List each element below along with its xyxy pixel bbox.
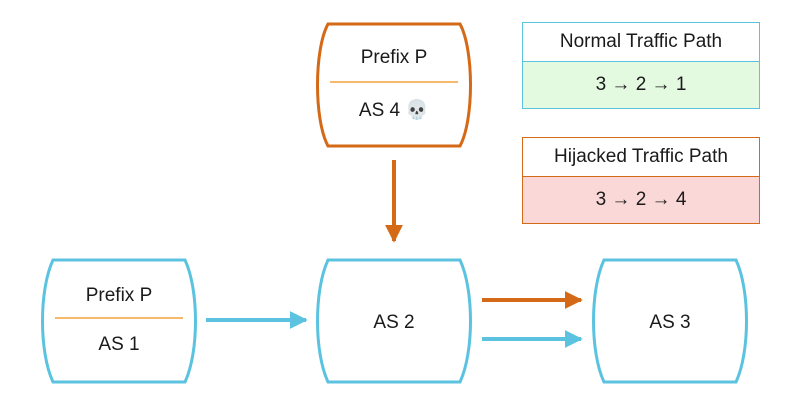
as3-label: AS 3 (649, 312, 690, 333)
legend-hijacked-path: 3 → 2 → 4 (523, 177, 759, 223)
as3-node: AS 3 (592, 258, 748, 384)
as4-prefix-label: Prefix P (361, 47, 428, 68)
as2-node: AS 2 (316, 258, 472, 384)
legend-normal-title: Normal Traffic Path (523, 23, 759, 62)
legend-normal-traffic: Normal Traffic Path 3 → 2 → 1 (522, 22, 760, 109)
legend-hijacked-traffic: Hijacked Traffic Path 3 → 2 → 4 (522, 137, 760, 224)
as1-label: AS 1 (98, 334, 139, 355)
as4-label: AS 4 💀 (359, 98, 429, 121)
as1-origin-node: Prefix P AS 1 (41, 258, 197, 384)
as4-attacker-node: Prefix P AS 4 💀 (316, 22, 472, 148)
legend-hijacked-title: Hijacked Traffic Path (523, 138, 759, 177)
as1-prefix-label: Prefix P (86, 285, 153, 306)
as2-label: AS 2 (373, 312, 414, 333)
legend-normal-path: 3 → 2 → 1 (523, 62, 759, 108)
